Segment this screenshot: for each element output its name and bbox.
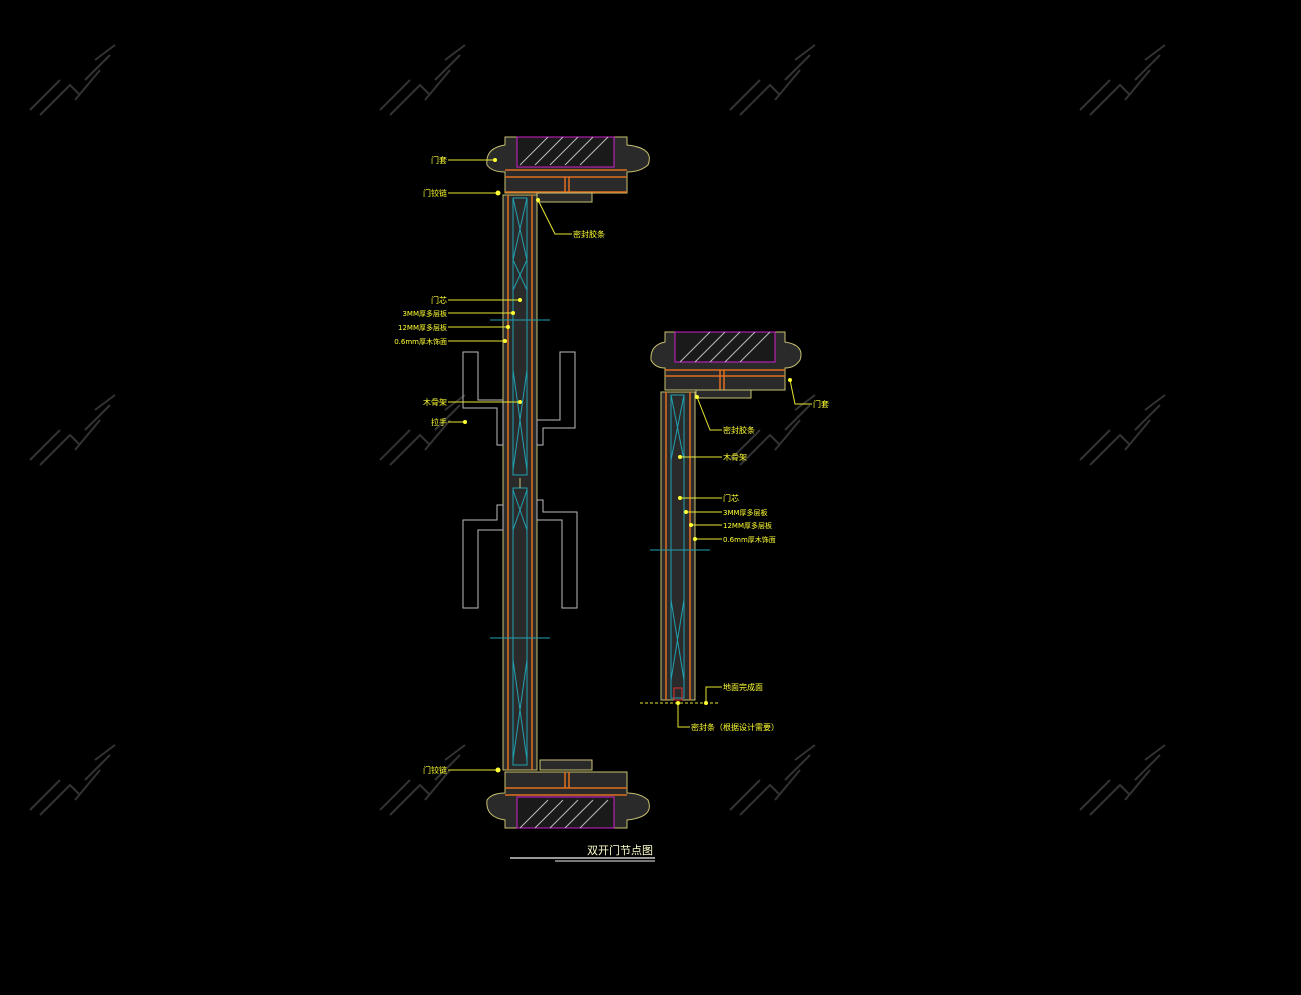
label-handle: 拉手 [431,417,447,427]
label-12mm-ply: 12MM厚多层板 [398,323,447,332]
label-hinge-top: 门铰链 [423,188,447,198]
label-veneer: 0.6mm厚木饰面 [394,337,447,346]
label-bottom-seal: 密封条（根据设计需要） [691,722,779,732]
handle-upper [462,351,576,446]
label-floor-finish: 地面完成面 [723,682,763,692]
label-wood-frame: 木骨架 [423,397,447,407]
labels-right: 门套 密封胶条 木骨架 门芯 3MM厚多层板 12MM厚多层板 0.6mm厚木饰… [691,399,829,732]
single-leaf-section [640,331,802,704]
label-wood-frame-right: 木骨架 [723,452,747,462]
label-hinge-bottom: 门铰链 [423,765,447,775]
drawing-title: 双开门节点图 [587,843,653,857]
label-3mm-ply: 3MM厚多层板 [402,309,447,318]
label-12mm-ply-right: 12MM厚多层板 [723,521,772,530]
label-3mm-ply-right: 3MM厚多层板 [723,508,768,517]
watermark [29,44,1166,816]
double-door-section [462,136,650,829]
leader-lines [448,158,812,773]
label-door-casing-right: 门套 [813,399,829,409]
label-door-core: 门芯 [431,295,447,305]
label-door-core-right: 门芯 [723,493,739,503]
label-seal-strip: 密封胶条 [573,229,605,239]
label-door-casing: 门套 [431,155,447,165]
handle-lower [462,499,578,609]
labels-left: 门套 门铰链 密封胶条 门芯 3MM厚多层板 12MM厚多层板 0.6mm厚木饰… [394,155,605,775]
label-veneer-right: 0.6mm厚木饰面 [723,535,776,544]
label-seal-strip-right: 密封胶条 [723,425,755,435]
